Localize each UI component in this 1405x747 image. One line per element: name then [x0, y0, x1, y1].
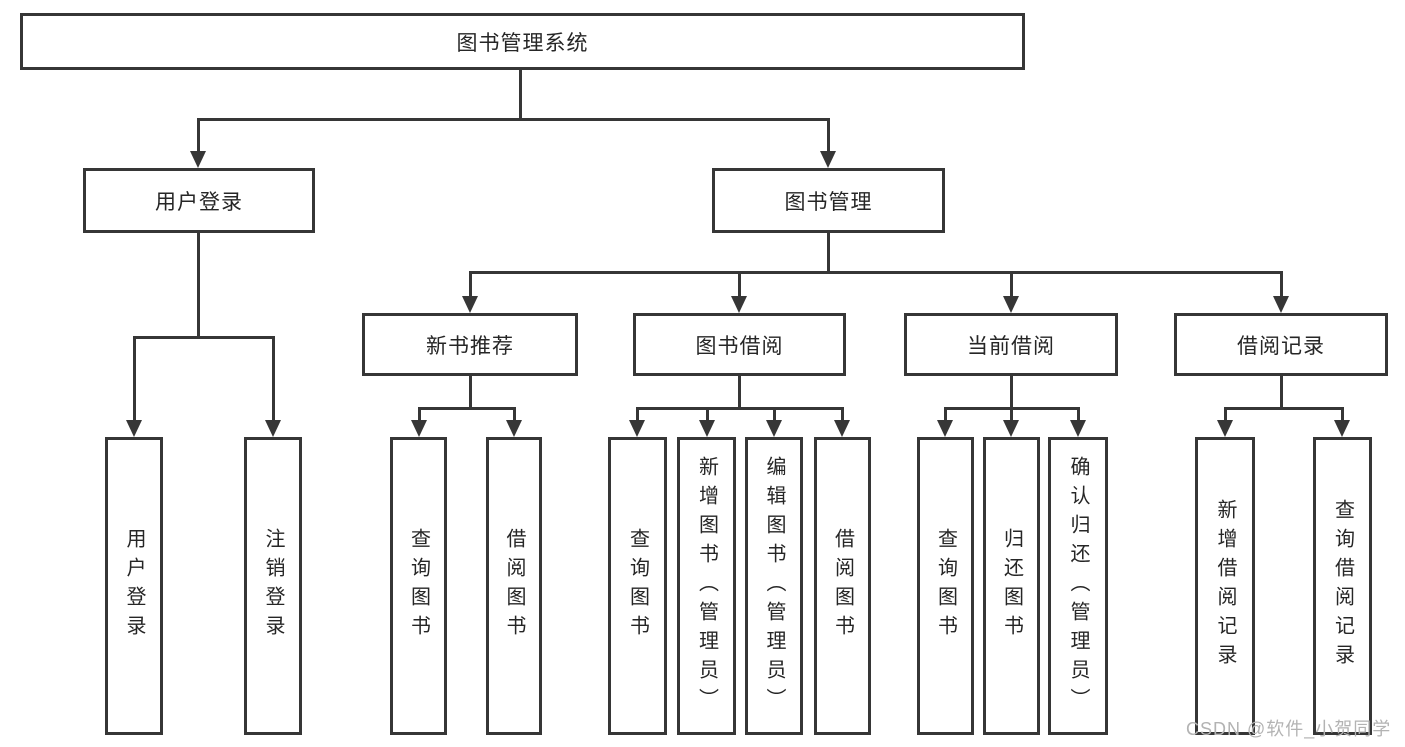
edge-line	[1224, 407, 1227, 423]
edge-line	[827, 233, 830, 274]
node-book-borrowing: 图书借阅	[633, 313, 846, 376]
edge-line	[827, 118, 830, 154]
edge-line	[197, 233, 200, 336]
leaf-confirm-return-admin: 确认归还（管理员）	[1048, 437, 1108, 735]
leaf-return-books: 归还图书	[983, 437, 1040, 735]
edge-line	[418, 407, 516, 410]
leaf-borrow-books-recommend: 借阅图书	[486, 437, 542, 735]
edge-line	[841, 407, 844, 423]
arrow-head	[1003, 420, 1019, 437]
arrow-head	[699, 420, 715, 437]
leaf-query-borrow-record: 查询借阅记录	[1313, 437, 1372, 735]
node-book-management: 图书管理	[712, 168, 945, 233]
edge-line	[133, 336, 274, 339]
node-user-login: 用户登录	[83, 168, 315, 233]
edge-line	[197, 118, 200, 154]
edge-line	[1224, 407, 1343, 410]
edge-line	[706, 407, 709, 423]
node-current-borrowing: 当前借阅	[904, 313, 1118, 376]
edge-line	[272, 336, 275, 422]
leaf-edit-books-admin: 编辑图书（管理员）	[745, 437, 803, 735]
edge-line	[418, 407, 421, 423]
edge-line	[1280, 376, 1283, 409]
edge-line	[1077, 407, 1080, 423]
arrow-head	[411, 420, 427, 437]
arrow-head	[1070, 420, 1086, 437]
leaf-query-books-current: 查询图书	[917, 437, 974, 735]
csdn-watermark: CSDN @软件_小贺同学	[1186, 719, 1392, 739]
leaf-query-books-recommend: 查询图书	[390, 437, 447, 735]
arrow-head	[834, 420, 850, 437]
edge-line	[1010, 376, 1013, 409]
edge-line	[636, 407, 639, 423]
edge-line	[133, 336, 136, 422]
edge-line	[197, 118, 830, 121]
arrow-head	[126, 420, 142, 437]
edge-line	[738, 271, 741, 299]
arrow-head	[190, 151, 206, 168]
edge-line	[1341, 407, 1344, 423]
edge-line	[636, 407, 843, 410]
edge-line	[519, 70, 522, 118]
leaf-add-borrow-record: 新增借阅记录	[1195, 437, 1255, 735]
edge-line	[469, 271, 472, 299]
arrow-head	[731, 296, 747, 313]
leaf-logout: 注销登录	[244, 437, 302, 735]
edge-line	[469, 376, 472, 409]
edge-line	[1280, 271, 1283, 299]
node-root-library-system: 图书管理系统	[20, 13, 1025, 70]
arrow-head	[766, 420, 782, 437]
node-borrowing-records: 借阅记录	[1174, 313, 1388, 376]
edge-line	[469, 271, 1283, 274]
edge-line	[944, 407, 947, 423]
arrow-head	[1334, 420, 1350, 437]
edge-line	[773, 407, 776, 423]
arrow-head	[937, 420, 953, 437]
leaf-query-books-borrowing: 查询图书	[608, 437, 667, 735]
arrow-head	[506, 420, 522, 437]
arrow-head	[1273, 296, 1289, 313]
node-new-book-recommend: 新书推荐	[362, 313, 578, 376]
edge-line	[1010, 271, 1013, 299]
arrow-head	[1217, 420, 1233, 437]
edge-line	[1010, 407, 1013, 423]
arrow-head	[629, 420, 645, 437]
arrow-head	[1003, 296, 1019, 313]
arrow-head	[265, 420, 281, 437]
leaf-borrow-books-borrowing: 借阅图书	[814, 437, 871, 735]
arrow-head	[462, 296, 478, 313]
arrow-head	[820, 151, 836, 168]
edge-line	[738, 376, 741, 409]
leaf-add-books-admin: 新增图书（管理员）	[677, 437, 736, 735]
leaf-user-login: 用户登录	[105, 437, 163, 735]
edge-line	[513, 407, 516, 423]
